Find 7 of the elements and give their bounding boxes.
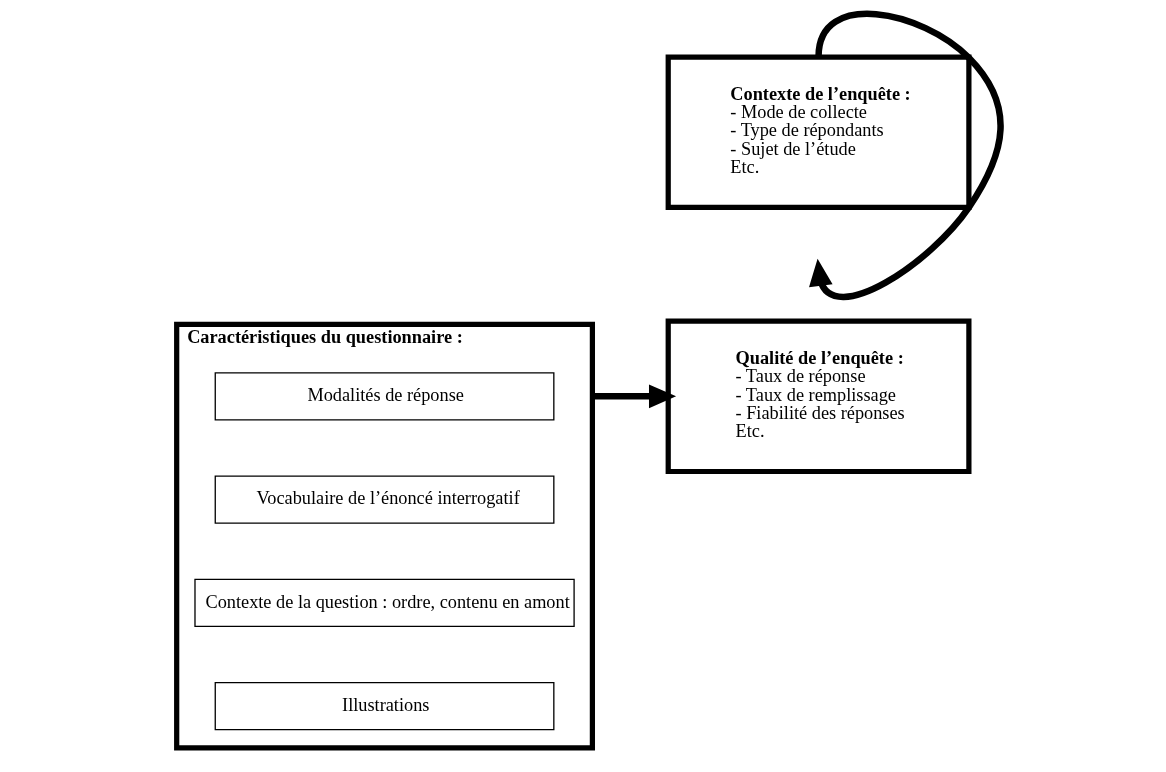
- node-box: Qualité de l’enquête : - Taux de réponse - Taux de remplissage - Fiabilité des réponses Etc.: [665, 318, 971, 475]
- node-box: Vocabulaire de l’énoncé interrogatif: [214, 475, 554, 524]
- node-box: Contexte de la question : ordre, contenu en amont: [193, 578, 575, 628]
- arrow: [808, 10, 1004, 300]
- node-box: Illustrations: [214, 681, 554, 731]
- node-box: Contexte de l’enquête : - Mode de collecte - Type de répondants - Sujet de l’étude Etc.: [665, 54, 971, 211]
- node-box: Modalités de réponse: [214, 372, 554, 421]
